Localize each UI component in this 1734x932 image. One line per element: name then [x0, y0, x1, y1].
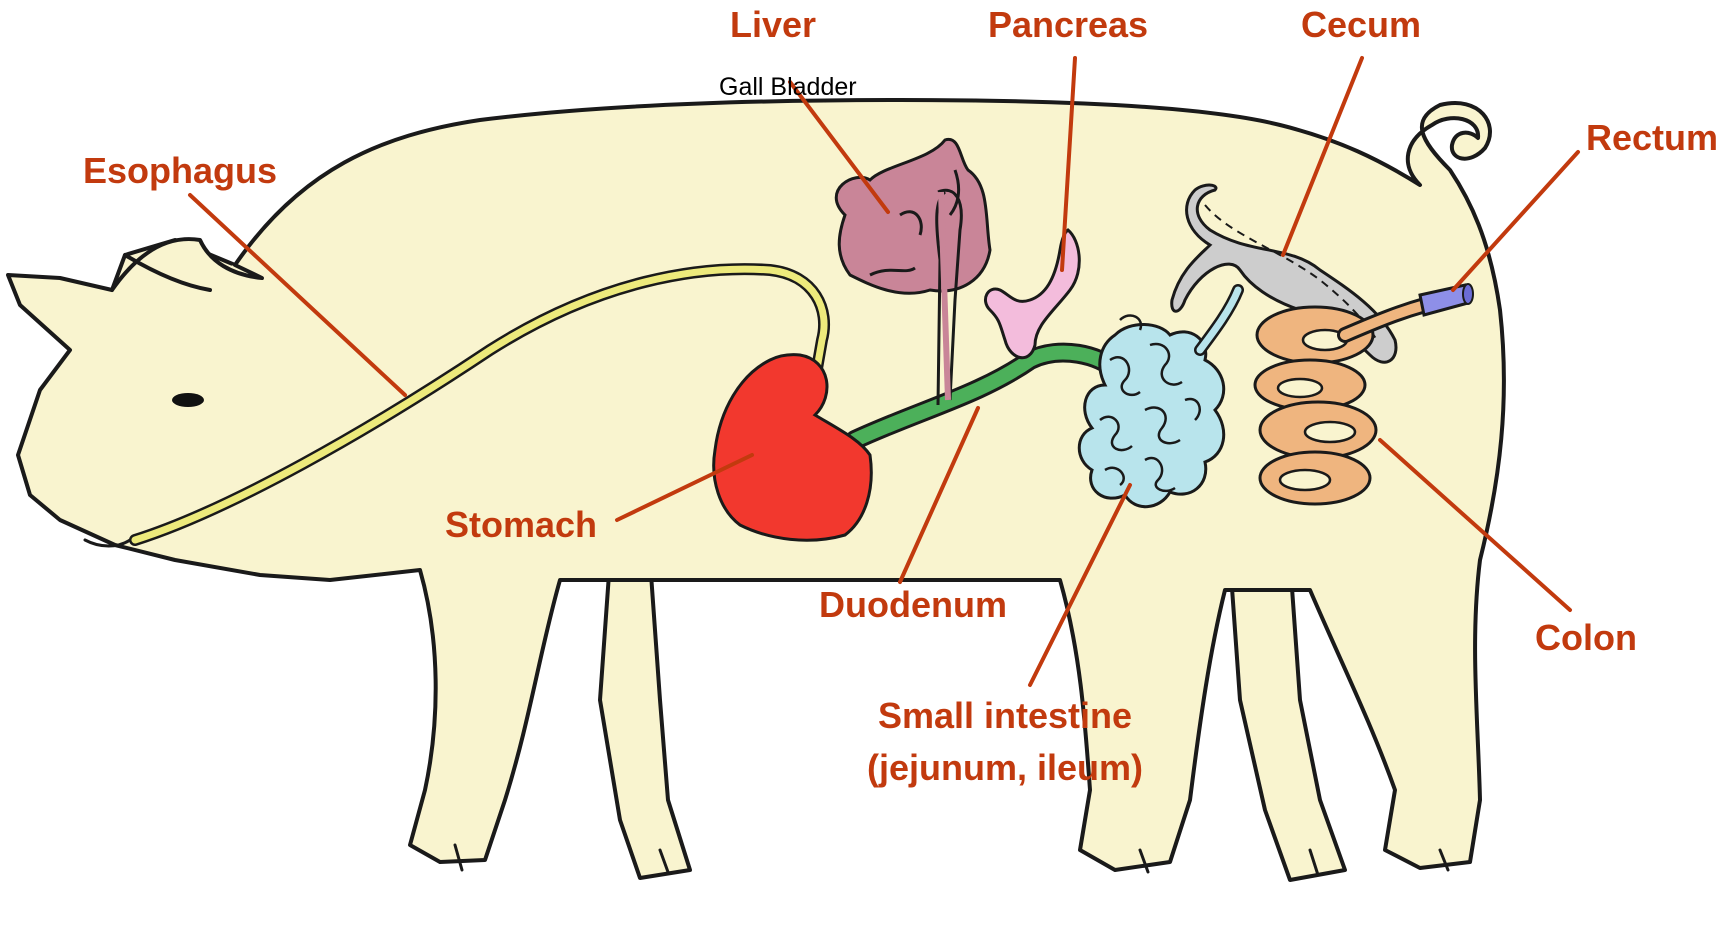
label-small-intestine-line1: Small intestine	[878, 695, 1132, 736]
label-cecum: Cecum	[1301, 4, 1421, 45]
label-duodenum: Duodenum	[819, 584, 1007, 625]
label-small-intestine-line2: (jejunum, ileum)	[867, 747, 1143, 788]
label-gall-bladder: Gall Bladder	[719, 73, 857, 101]
label-colon: Colon	[1535, 617, 1637, 658]
label-rectum: Rectum	[1586, 117, 1718, 158]
colon-hole-3	[1305, 422, 1355, 442]
colon-hole-2	[1278, 379, 1322, 397]
label-liver: Liver	[730, 4, 816, 45]
rectum-opening	[1463, 284, 1473, 304]
label-stomach: Stomach	[445, 504, 597, 545]
pig-far-front-leg	[600, 560, 690, 878]
label-esophagus: Esophagus	[83, 150, 277, 191]
label-pancreas: Pancreas	[988, 4, 1148, 45]
colon-hole-4	[1280, 470, 1330, 490]
pig-eye	[172, 393, 204, 407]
